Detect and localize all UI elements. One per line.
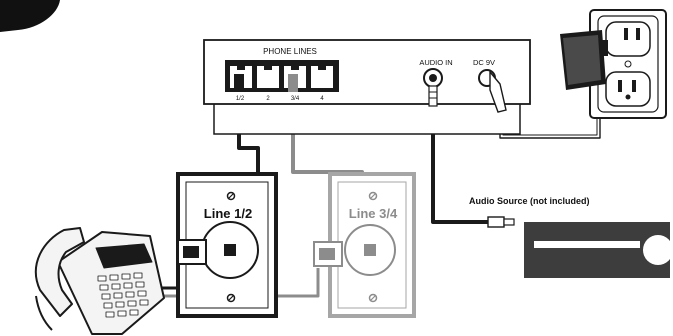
plug-line34 — [288, 74, 298, 92]
dc-plug-icon — [489, 70, 507, 113]
jack-latches — [237, 66, 326, 70]
device-back-panel: PHONE LINES 1/2 2 3/4 4 AUDIO IN DC 9V — [203, 39, 531, 135]
telephone-icon — [34, 227, 165, 335]
rca-plug-audio — [487, 216, 515, 228]
dc-label: DC 9V — [473, 58, 495, 67]
wall-plate-line34: Line 3/4 — [313, 172, 416, 318]
wall-outlet-icon — [589, 9, 667, 119]
wall-plate-line12: Line 1/2 — [176, 172, 278, 318]
plate-label-line34: Line 3/4 — [349, 206, 398, 221]
jack-2[interactable] — [257, 66, 279, 88]
jack-number-4: 4 — [320, 96, 324, 102]
rca-plug-icon — [428, 85, 438, 107]
power-adapter-icon — [560, 30, 608, 90]
audio-in-label: AUDIO IN — [419, 58, 452, 67]
jack-numbers: 1/2 2 3/4 4 — [236, 96, 325, 102]
jack-number-1: 1/2 — [236, 96, 245, 102]
jack-number-3: 3/4 — [291, 96, 300, 102]
corner-badge — [0, 0, 60, 32]
coupler-line34 — [313, 241, 343, 267]
jack-number-2: 2 — [266, 96, 270, 102]
audio-source-icon — [524, 222, 673, 278]
plug-line12 — [234, 74, 244, 92]
jack-4[interactable] — [311, 66, 333, 88]
coupler-line12 — [177, 239, 207, 265]
phone-lines-label: PHONE LINES — [263, 47, 317, 56]
plate-label-line12: Line 1/2 — [204, 206, 252, 221]
audio-source-label: Audio Source (not included) — [469, 196, 590, 206]
audio-cable — [431, 104, 490, 224]
